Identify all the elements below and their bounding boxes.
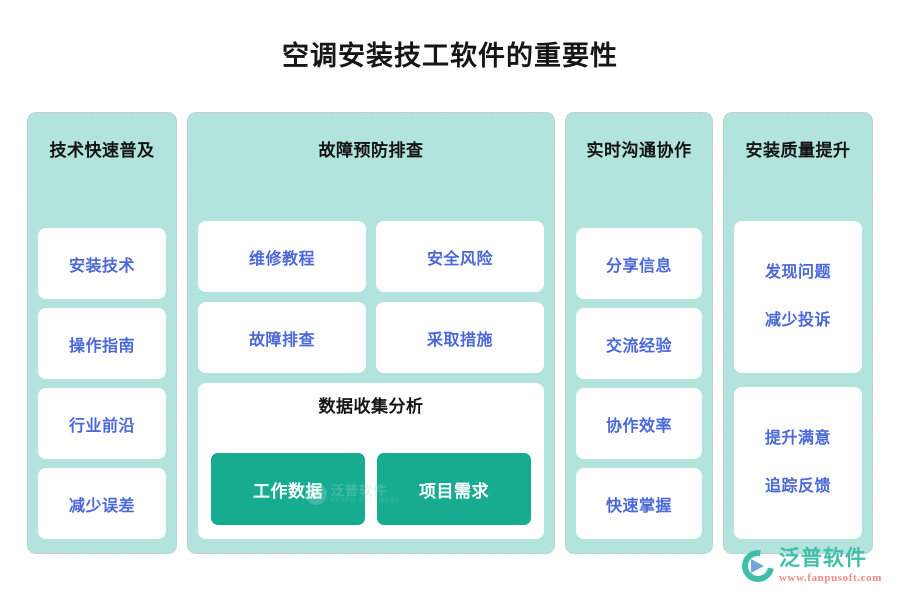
card-item[interactable]: 安装技术 — [38, 228, 166, 299]
data-analysis-subpanel: 数据收集分析 工作数据 项目需求 — [198, 383, 544, 539]
column-body: 安装技术 操作指南 行业前沿 减少误差 — [38, 163, 166, 541]
card-item[interactable]: 维修教程 — [198, 221, 366, 292]
card-item[interactable]: 行业前沿 — [38, 388, 166, 459]
column-header: 技术快速普及 — [49, 141, 155, 160]
logo-arrow-icon — [750, 559, 764, 573]
card-item[interactable]: 操作指南 — [38, 308, 166, 379]
brand-name-cn: 泛普软件 — [778, 547, 867, 570]
subpanel-title: 数据收集分析 — [318, 397, 424, 416]
fanpu-logo-icon — [735, 543, 781, 589]
card-line: 追踪反馈 — [764, 478, 831, 495]
card-item[interactable]: 协作效率 — [576, 388, 702, 459]
brand-url: www.fanpusoft.com — [778, 572, 882, 584]
column-header: 故障预防排查 — [318, 141, 424, 160]
column-tech-adoption[interactable]: 技术快速普及 安装技术 操作指南 行业前沿 减少误差 — [27, 112, 177, 554]
card-item[interactable]: 提升满意 追踪反馈 — [734, 387, 862, 539]
card-grid: 维修教程 安全风险 故障排查 采取措施 — [198, 221, 544, 373]
column-body: 维修教程 安全风险 故障排查 采取措施 数据收集分析 工作数据 项目需求 — [198, 163, 544, 541]
card-line: 减少投诉 — [764, 312, 831, 329]
teal-button[interactable]: 工作数据 — [211, 453, 365, 525]
card-item[interactable]: 故障排查 — [198, 302, 366, 373]
column-fault-prevention[interactable]: 故障预防排查 维修教程 安全风险 故障排查 采取措施 数据收集分析 工作数据 项… — [187, 112, 555, 554]
card-stack: 分享信息 交流经验 协作效率 快速掌握 — [576, 228, 702, 539]
card-stack: 安装技术 操作指南 行业前沿 减少误差 — [38, 228, 166, 539]
column-quality-improvement[interactable]: 安装质量提升 发现问题 减少投诉 提升满意 追踪反馈 — [723, 112, 873, 554]
page-title: 空调安装技工软件的重要性 — [282, 41, 618, 71]
brand-logo: 泛普软件 www.fanpusoft.com — [735, 543, 882, 589]
brand-logo-text: 泛普软件 www.fanpusoft.com — [779, 547, 882, 585]
column-body: 发现问题 减少投诉 提升满意 追踪反馈 — [734, 163, 862, 541]
card-item[interactable]: 分享信息 — [576, 228, 702, 299]
subpanel-buttons: 工作数据 项目需求 — [211, 453, 531, 525]
columns-container: 技术快速普及 安装技术 操作指南 行业前沿 减少误差 故障预防排查 维修教程 安… — [27, 112, 873, 554]
teal-button[interactable]: 项目需求 — [377, 453, 531, 525]
card-item[interactable]: 快速掌握 — [576, 468, 702, 539]
column-header: 安装质量提升 — [745, 141, 851, 160]
card-item[interactable]: 采取措施 — [376, 302, 544, 373]
card-line: 提升满意 — [764, 430, 831, 447]
card-item[interactable]: 交流经验 — [576, 308, 702, 379]
column-body: 分享信息 交流经验 协作效率 快速掌握 — [576, 163, 702, 541]
column-realtime-communication[interactable]: 实时沟通协作 分享信息 交流经验 协作效率 快速掌握 — [565, 112, 713, 554]
card-line: 发现问题 — [764, 264, 831, 281]
card-item[interactable]: 减少误差 — [38, 468, 166, 539]
column-header: 实时沟通协作 — [586, 141, 692, 160]
card-item[interactable]: 发现问题 减少投诉 — [734, 221, 862, 373]
card-item[interactable]: 安全风险 — [376, 221, 544, 292]
